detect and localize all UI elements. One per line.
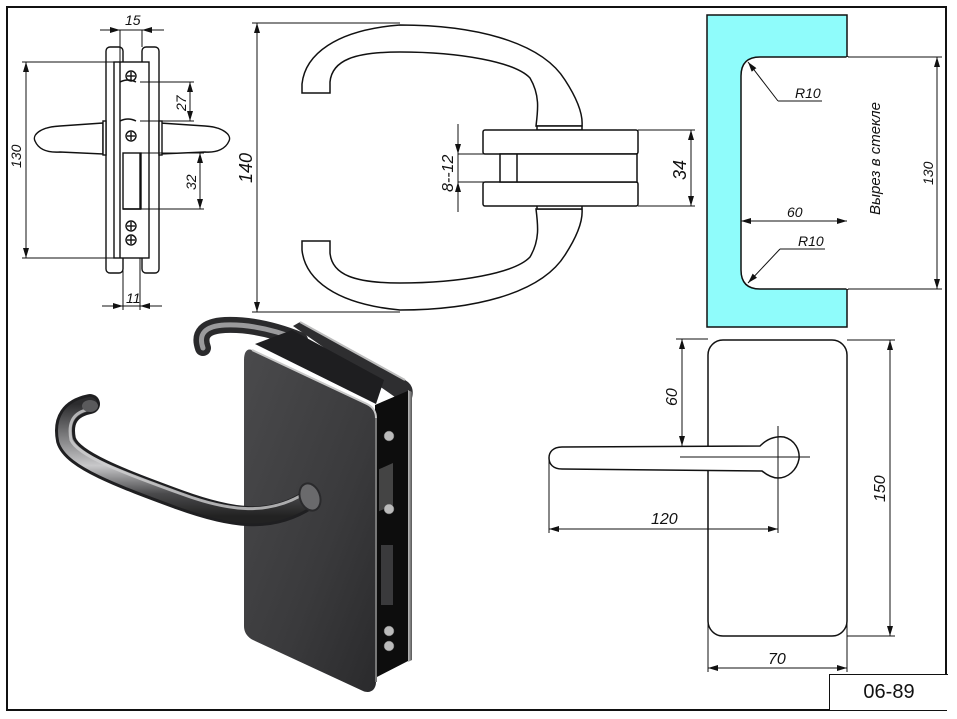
glass-cutout-label: Вырез в стекле [867,102,884,215]
dim-side-bottom-width: 11 [126,290,141,306]
top-body-lower [482,181,639,207]
dim-front-handle-offset: 60 [664,388,681,406]
dim-cutout-radius-top: R10 [795,85,821,101]
door-handle-lock-render-icon [55,316,413,692]
front-view-dimensions [548,338,895,672]
side-latch-window [122,152,142,210]
screw-icon [125,234,137,246]
dim-top-glass-thickness: 8--12 [440,155,457,192]
drawing-code: 06-89 [829,674,948,710]
top-body-upper [482,129,639,155]
top-view [301,24,639,311]
side-view-dimensions [22,27,204,310]
screw-icon [125,70,137,82]
dim-cutout-height: 130 [920,161,936,185]
dim-top-height: 140 [236,153,256,183]
dim-front-handle-length: 120 [651,511,678,528]
dim-side-top-width: 15 [125,12,141,28]
screw-icon [125,220,137,232]
dim-cutout-depth: 60 [787,204,803,220]
dim-top-body-thickness: 34 [670,160,690,180]
side-lever [33,122,104,155]
dim-front-width: 70 [768,651,786,668]
screw-icon [125,130,137,142]
top-handle-upper [301,24,583,127]
glass-cutout-view [706,14,850,328]
top-glass-slot [499,153,638,183]
front-view [548,339,848,637]
glass-cutout-notch [740,56,849,290]
side-view [33,46,231,274]
glass-cutout-dimensions [741,56,942,290]
dim-front-height: 150 [872,475,889,502]
dim-cutout-radius-bottom: R10 [798,233,824,249]
sheet-border [6,6,947,711]
dim-side-height: 130 [8,144,24,168]
top-handle-lower [301,208,583,311]
dim-side-screw-spacing: 27 [173,94,189,112]
top-view-dimensions [252,22,695,313]
dim-side-latch-height: 32 [183,174,199,190]
